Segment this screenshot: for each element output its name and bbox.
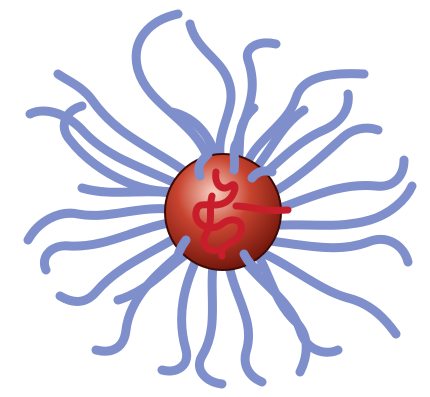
chain-b-1 (199, 258, 222, 384)
chain-front-2 (234, 144, 236, 170)
chain-lr-2 (262, 239, 408, 262)
